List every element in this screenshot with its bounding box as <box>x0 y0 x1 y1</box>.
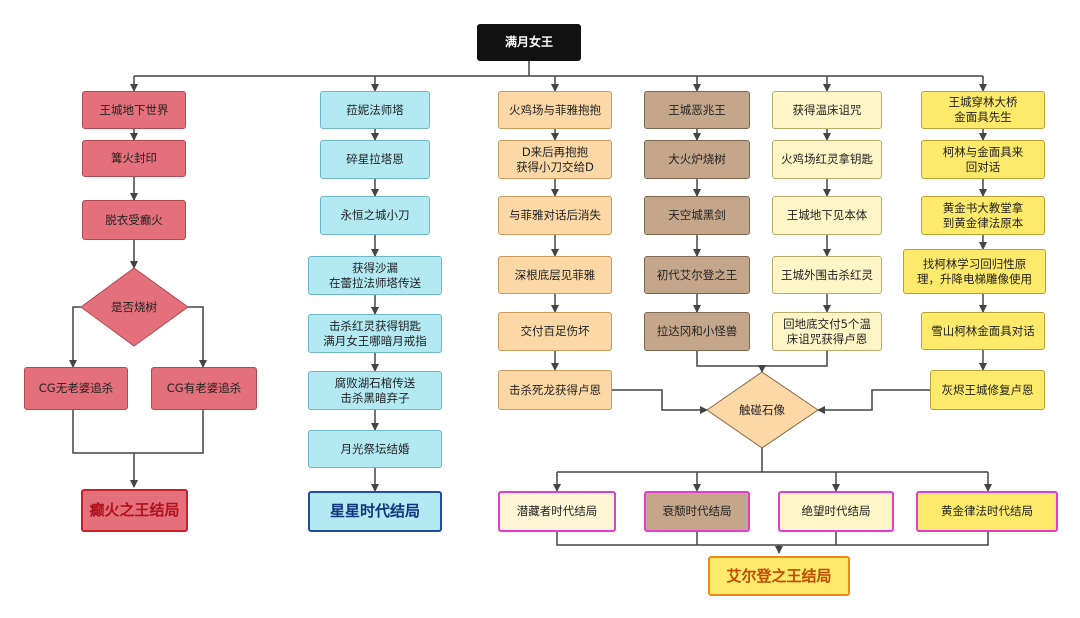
peach-step-2: D来后再抱抱 获得小刀交给D <box>498 140 612 179</box>
peach-step-6: 击杀死龙获得卢恩 <box>498 370 612 410</box>
red-step-3: 脱衣受癫火 <box>82 200 186 240</box>
stone-diamond <box>706 371 819 449</box>
ending-despair-age: 绝望时代结局 <box>778 491 894 532</box>
decision-label: 是否烧树 <box>111 300 157 314</box>
cyan-step-7: 月光祭坛结婚 <box>308 430 442 468</box>
decision-diamond <box>80 267 189 347</box>
brown-step-2: 大火炉烧树 <box>644 140 750 179</box>
peach-step-1: 火鸡场与菲雅抱抱 <box>498 91 612 129</box>
ending-hidden-age: 潜藏者时代结局 <box>498 491 616 532</box>
red-branch-right: CG有老婆追杀 <box>151 367 257 410</box>
yellow-step-4: 找柯林学习回归性原 理，升降电梯雕像使用 <box>903 249 1046 294</box>
cyan-step-6: 腐败湖石棺传送 击杀黑暗弃子 <box>308 371 442 410</box>
cream-step-2: 火鸡场红灵拿钥匙 <box>772 140 882 179</box>
red-ending: 癫火之王结局 <box>81 489 188 532</box>
ending-decline-age: 衰颓时代结局 <box>644 491 750 532</box>
peach-step-4: 深根底层见菲雅 <box>498 256 612 294</box>
cyan-ending: 星星时代结局 <box>308 491 442 532</box>
cream-step-5: 回地底交付5个温 床诅咒获得卢恩 <box>772 312 882 351</box>
red-step-1: 王城地下世界 <box>82 91 186 129</box>
cream-step-4: 王城外围击杀红灵 <box>772 256 882 294</box>
red-step-2: 篝火封印 <box>82 140 186 177</box>
yellow-step-5: 雪山柯林金面具对话 <box>921 312 1045 350</box>
brown-step-5: 拉达冈和小怪兽 <box>644 312 750 351</box>
title-node: 满月女王 <box>477 24 581 61</box>
yellow-step-2: 柯林与金面具来 回对话 <box>921 140 1045 179</box>
yellow-step-6: 灰烬王城修复卢恩 <box>930 370 1045 410</box>
cream-step-3: 王城地下见本体 <box>772 196 882 235</box>
cyan-step-3: 永恒之城小刀 <box>320 196 430 235</box>
peach-step-3: 与菲雅对话后消失 <box>498 196 612 235</box>
cyan-step-5: 击杀红灵获得钥匙 满月女王哪暗月戒指 <box>308 314 442 353</box>
cyan-step-1: 菈妮法师塔 <box>320 91 430 129</box>
cream-step-1: 获得温床诅咒 <box>772 91 882 129</box>
peach-step-5: 交付百足伤坏 <box>498 312 612 351</box>
brown-step-3: 天空城黑剑 <box>644 196 750 235</box>
cyan-step-2: 碎星拉塔恩 <box>320 140 430 179</box>
stone-label: 触碰石像 <box>739 403 785 417</box>
final-ending: 艾尔登之王结局 <box>708 556 850 596</box>
ending-golden-order-age: 黄金律法时代结局 <box>916 491 1058 532</box>
red-branch-left: CG无老婆追杀 <box>24 367 128 410</box>
yellow-step-3: 黄金书大教堂拿 到黄金律法原本 <box>921 196 1045 235</box>
yellow-step-1: 王城穿林大桥 金面具先生 <box>921 91 1045 129</box>
brown-step-1: 王城恶兆王 <box>644 91 750 129</box>
cyan-step-4: 获得沙漏 在蕾拉法师塔传送 <box>308 256 442 295</box>
brown-step-4: 初代艾尔登之王 <box>644 256 750 294</box>
